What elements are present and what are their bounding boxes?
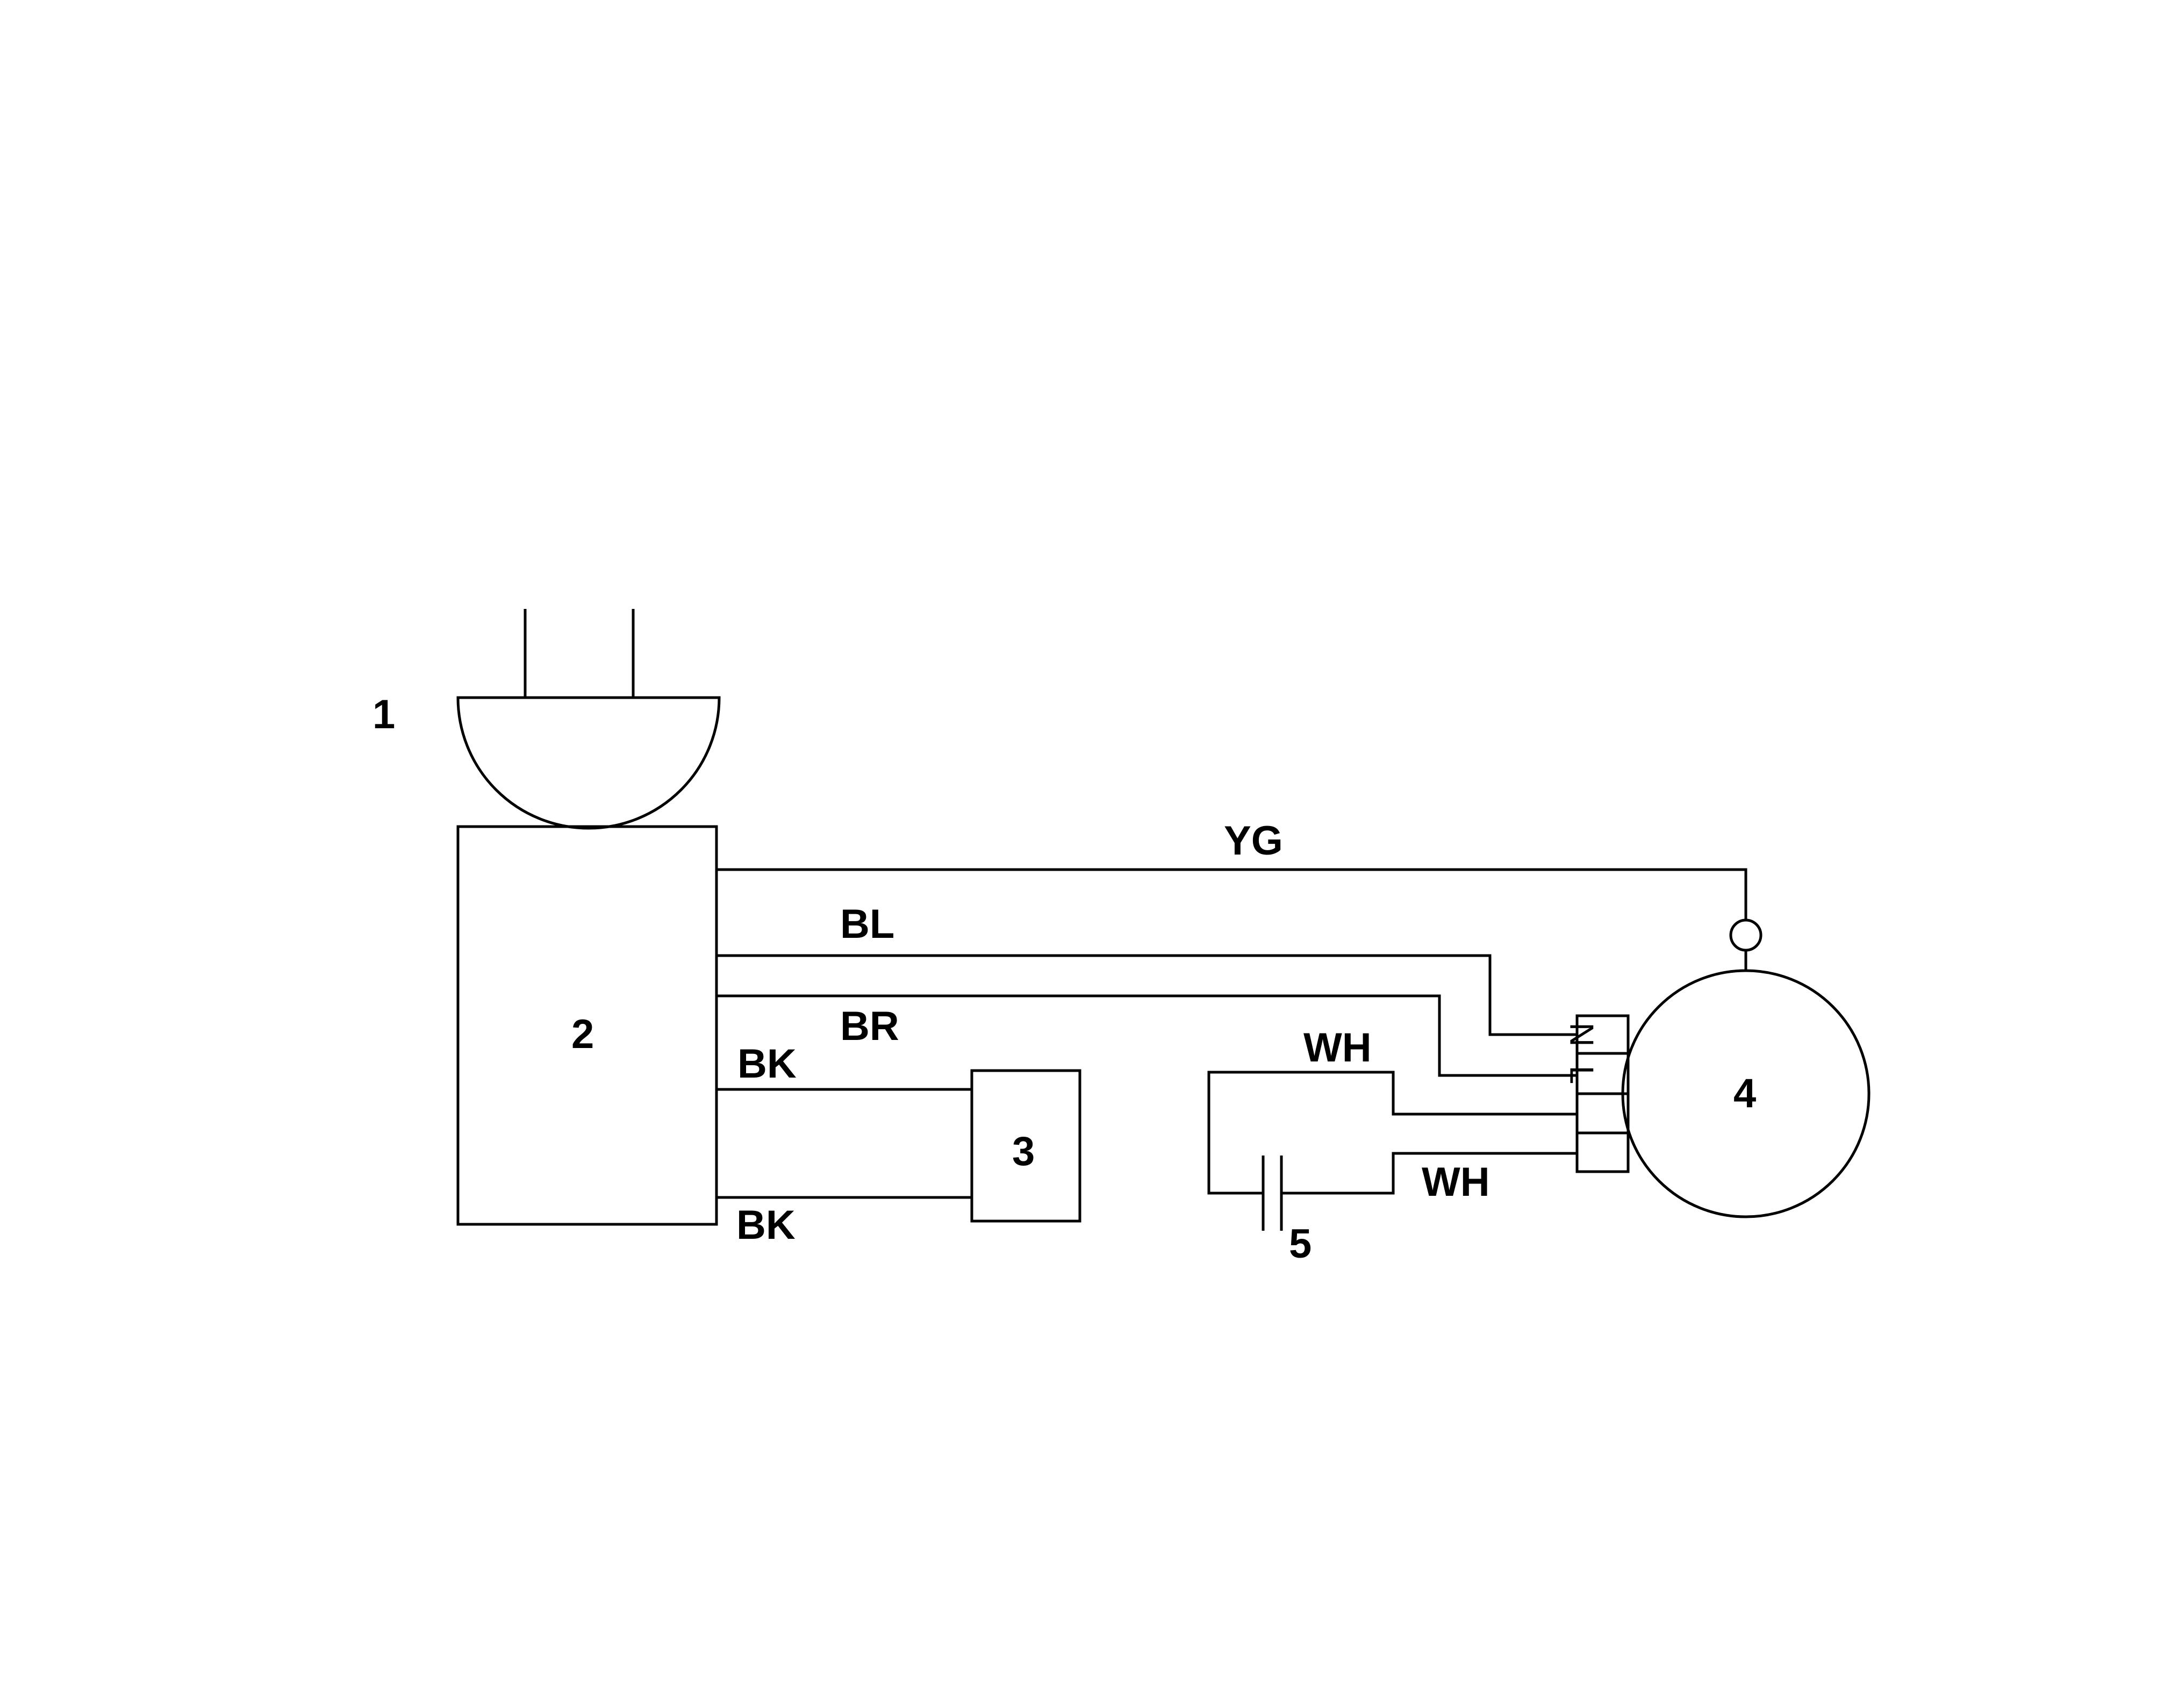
switch — [970, 1069, 1081, 1223]
motor — [1621, 969, 1871, 1218]
plug — [456, 609, 721, 830]
label-wire-bk-bottom: BK — [736, 1202, 796, 1248]
label-junction-box: 2 — [571, 1011, 594, 1057]
terminal-label-n: N — [1563, 1023, 1600, 1047]
wire-br — [716, 994, 1577, 1077]
wire-bl — [716, 954, 1577, 1036]
label-wire-wh-top: WH — [1303, 1025, 1372, 1071]
label-wire-br: BR — [840, 1003, 899, 1049]
label-motor: 4 — [1733, 1071, 1756, 1116]
label-plug: 1 — [372, 692, 395, 737]
wire-wh-top — [1207, 1071, 1577, 1195]
ground-terminal — [1729, 918, 1762, 952]
label-switch: 3 — [1012, 1129, 1035, 1174]
label-wire-yg: YG — [1224, 818, 1283, 864]
plug-body — [456, 696, 721, 830]
wire-yg — [716, 868, 1747, 920]
wire-wh-bottom — [1281, 1152, 1577, 1195]
motor-terminal-block — [1575, 1014, 1630, 1173]
junction-box — [456, 825, 718, 1226]
label-wire-wh-bottom: WH — [1422, 1159, 1490, 1205]
capacitor — [1262, 1156, 1283, 1231]
label-wire-bk-top: BK — [737, 1041, 797, 1087]
label-capacitor: 5 — [1289, 1221, 1312, 1267]
terminal-label-l: L — [1563, 1066, 1600, 1084]
label-wire-bl: BL — [840, 901, 894, 947]
